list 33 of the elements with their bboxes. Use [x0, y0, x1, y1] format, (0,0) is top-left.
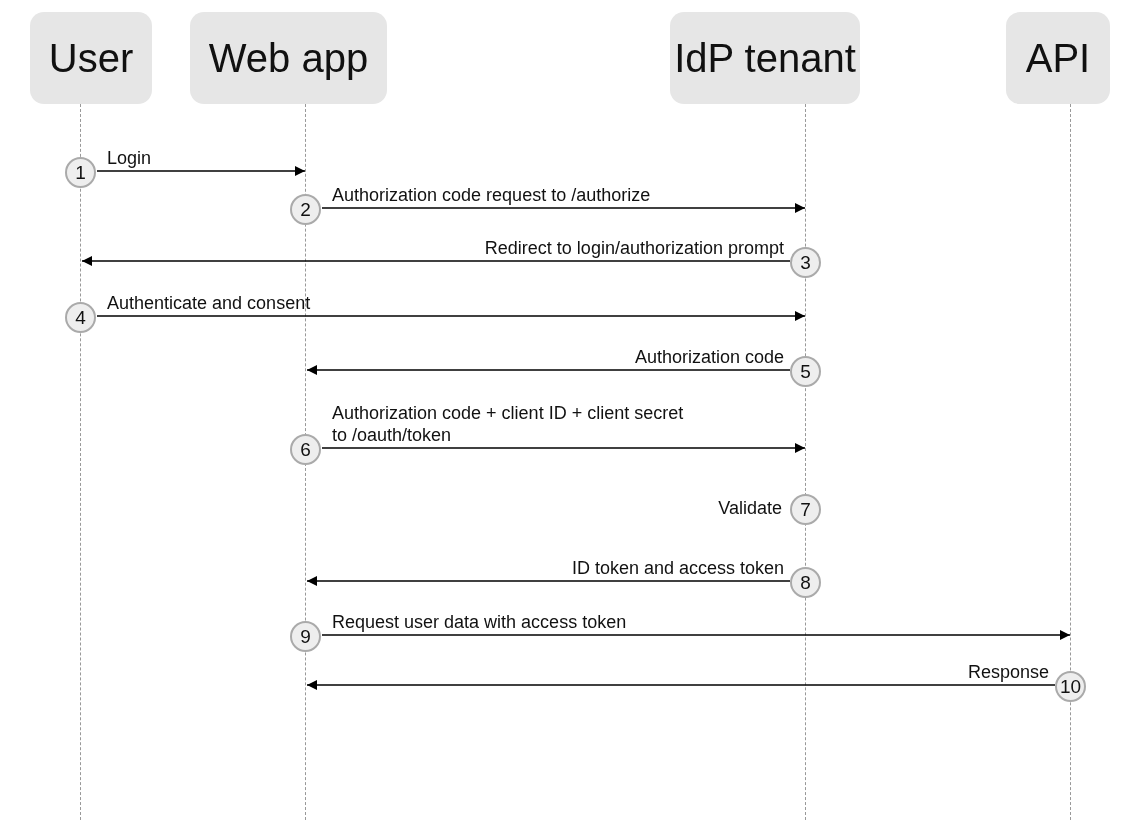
edge-label: Authorization code + client ID + client secret to /oauth/token	[332, 402, 685, 446]
participant-box: User	[30, 12, 152, 104]
step-number-circle: 7	[790, 494, 821, 525]
participant-box: Web app	[190, 12, 387, 104]
step-number-circle: 8	[790, 567, 821, 598]
step-number-circle: 3	[790, 247, 821, 278]
arrow	[306, 365, 791, 375]
arrow	[321, 443, 806, 453]
participant-box: API	[1006, 12, 1110, 104]
step-number-circle: 6	[290, 434, 321, 465]
edge-label: ID token and access token	[571, 557, 784, 579]
arrow	[306, 680, 1056, 690]
edge-label: Login	[107, 147, 152, 169]
edge-label: Authenticate and consent	[107, 292, 311, 314]
step-number-circle: 5	[790, 356, 821, 387]
arrow	[321, 203, 806, 213]
arrow	[96, 311, 806, 321]
arrow	[306, 576, 791, 586]
step-number-circle: 10	[1055, 671, 1086, 702]
edge-label: Authorization code	[634, 346, 784, 368]
step-number-circle: 1	[65, 157, 96, 188]
step-number-circle: 4	[65, 302, 96, 333]
step-note: Validate	[718, 498, 782, 519]
edge-label: Redirect to login/authorization prompt	[484, 237, 784, 259]
arrow	[81, 256, 791, 266]
step-number-circle: 9	[290, 621, 321, 652]
participant-box: IdP tenant	[670, 12, 860, 104]
edge-label: Response	[967, 661, 1049, 683]
step-number-circle: 2	[290, 194, 321, 225]
arrow	[96, 166, 306, 176]
edge-label: Request user data with access token	[332, 611, 627, 633]
arrow	[321, 630, 1071, 640]
edge-label: Authorization code request to /authorize	[332, 184, 651, 206]
